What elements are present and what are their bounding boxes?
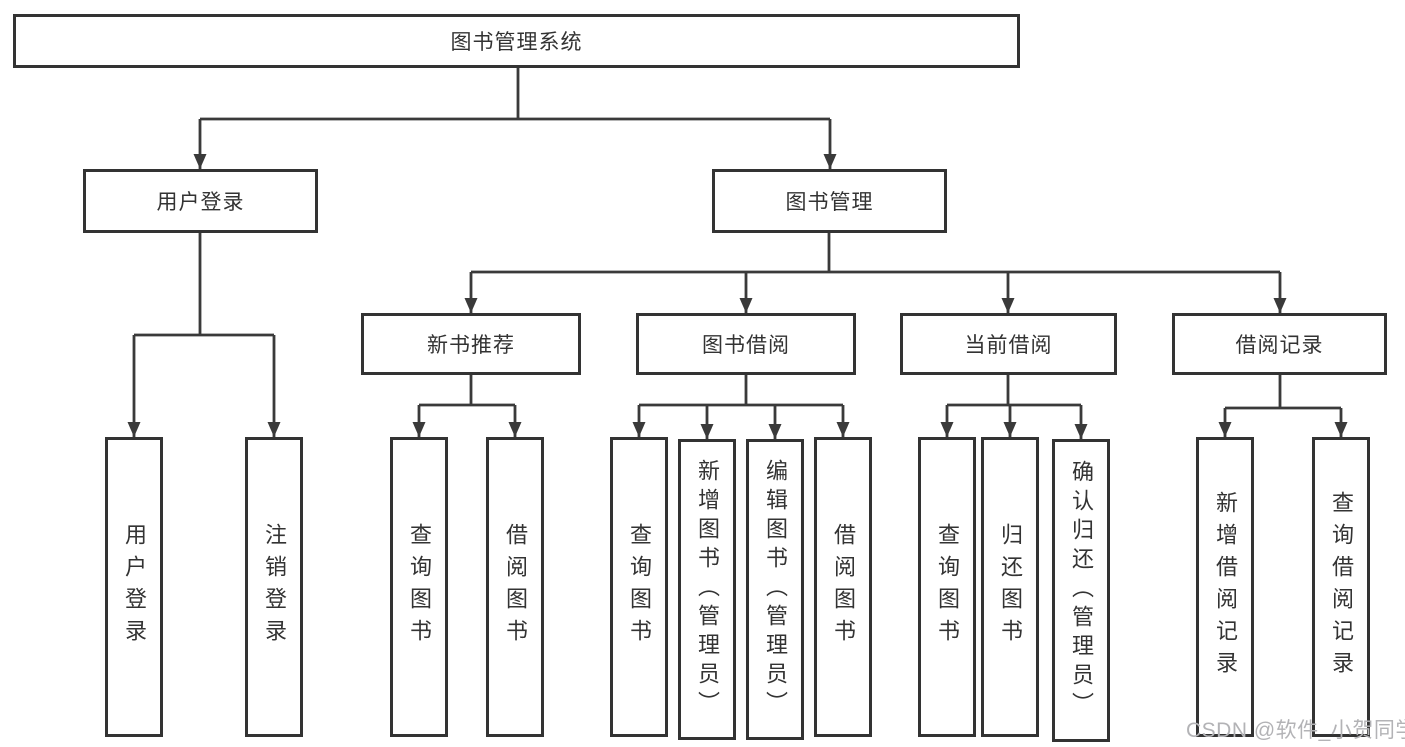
leaf-edit-books-admin: 编辑图书（管理员） <box>746 439 804 740</box>
node-book-management-branch: 图书管理 <box>712 169 947 233</box>
leaf-add-books-admin: 新增图书（管理员） <box>678 439 736 740</box>
leaf-borrowing-borrow-books: 借阅图书 <box>814 437 872 737</box>
node-book-borrowing: 图书借阅 <box>636 313 856 375</box>
leaf-user-login: 用户登录 <box>105 437 163 737</box>
leaf-recommend-borrow-books: 借阅图书 <box>486 437 544 737</box>
node-current-borrowing: 当前借阅 <box>900 313 1117 375</box>
leaf-add-borrow-record: 新增借阅记录 <box>1196 437 1254 737</box>
node-new-book-recommendation: 新书推荐 <box>361 313 581 375</box>
leaf-current-query-books: 查询图书 <box>918 437 976 737</box>
leaf-confirm-return-admin: 确认归还（管理员） <box>1052 439 1110 742</box>
leaf-borrowing-query-books: 查询图书 <box>610 437 668 737</box>
csdn-watermark: CSDN @软件_小贺同学 <box>1186 719 1405 742</box>
node-library-management-system: 图书管理系统 <box>13 14 1020 68</box>
node-borrowing-records: 借阅记录 <box>1172 313 1387 375</box>
leaf-query-borrow-record: 查询借阅记录 <box>1312 437 1370 737</box>
node-user-login-branch: 用户登录 <box>83 169 318 233</box>
leaf-logout: 注销登录 <box>245 437 303 737</box>
leaf-recommend-query-books: 查询图书 <box>390 437 448 737</box>
leaf-return-books: 归还图书 <box>981 437 1039 737</box>
